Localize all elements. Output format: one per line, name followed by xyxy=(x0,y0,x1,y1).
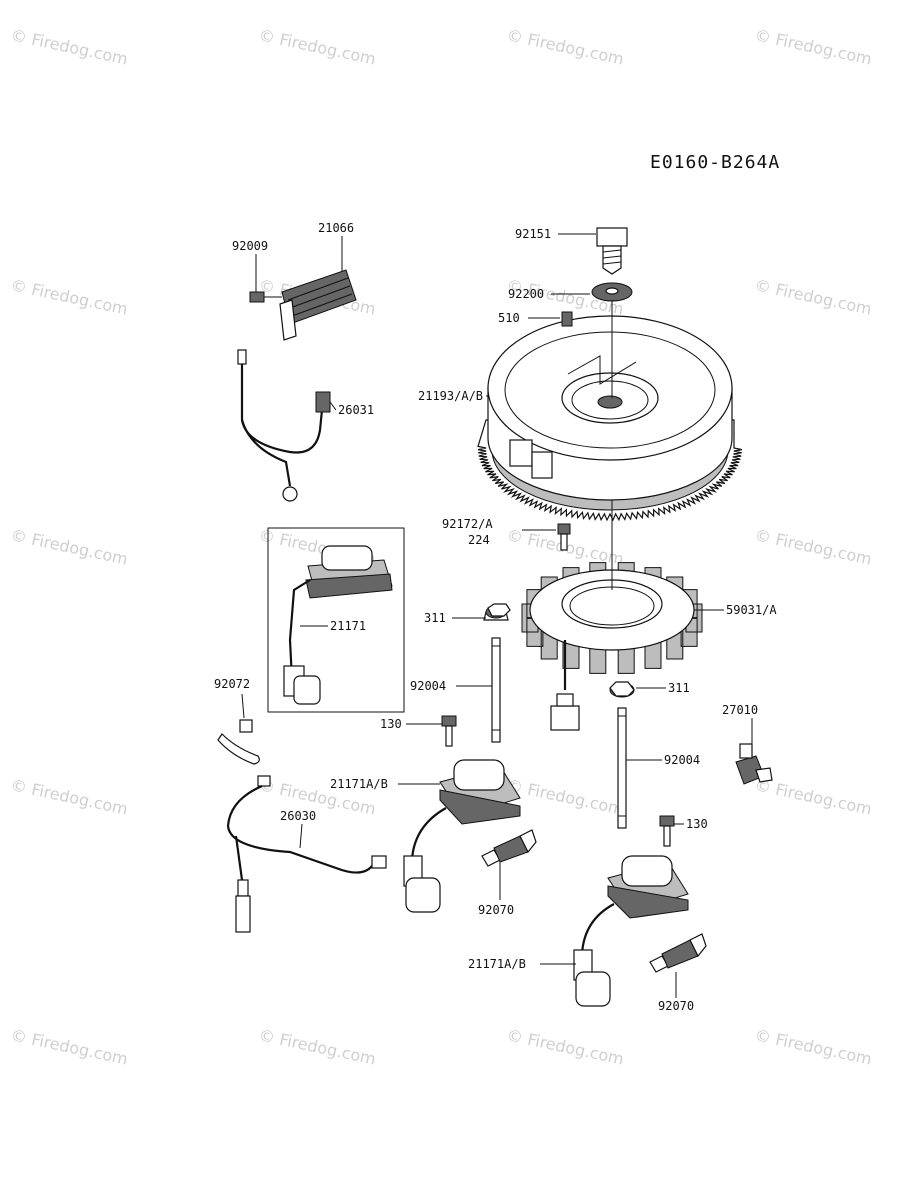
spark-plug-right xyxy=(649,933,707,973)
harness-26030 xyxy=(226,775,387,933)
part-callout-311b: 311 xyxy=(668,681,690,695)
part-callout-92072: 92072 xyxy=(214,677,250,691)
ignition-coil-left xyxy=(403,759,521,913)
regulator xyxy=(249,269,357,341)
watermark-text: © Firedog.com xyxy=(9,1025,129,1068)
part-callout-21066: 21066 xyxy=(318,221,354,235)
spark-plug-left xyxy=(481,829,537,867)
part-callout-92070b: 92070 xyxy=(658,999,694,1013)
leader-lines xyxy=(241,233,753,998)
flywheel-magnet-2 xyxy=(531,451,553,479)
watermark-text: © Firedog.com xyxy=(505,25,625,68)
watermark-text: © Firedog.com xyxy=(505,775,625,818)
watermark-text: © Firedog.com xyxy=(257,25,377,68)
leader-line xyxy=(329,401,337,411)
coil-inset xyxy=(267,527,405,713)
stator xyxy=(521,562,703,731)
part-callout-92151: 92151 xyxy=(515,227,551,241)
ignition-coil-right xyxy=(573,855,689,1007)
harness-26031 xyxy=(237,349,331,502)
bolt-130-right xyxy=(659,815,675,847)
part-callout-27010: 27010 xyxy=(722,703,758,717)
watermark-text: © Firedog.com xyxy=(753,275,873,318)
part-callout-92070a: 92070 xyxy=(478,903,514,917)
part-callout-21193: 21193/A/B xyxy=(418,389,483,403)
watermark-text: © Firedog.com xyxy=(753,525,873,568)
part-callout-311a: 311 xyxy=(424,611,446,625)
part-callout-510: 510 xyxy=(498,311,520,325)
leader-line xyxy=(299,823,303,849)
flywheel xyxy=(477,315,743,522)
bolt-130-left xyxy=(441,715,457,747)
oil-switch xyxy=(735,743,773,785)
part-callout-130b: 130 xyxy=(686,817,708,831)
part-callout-26031: 26031 xyxy=(338,403,374,417)
clamp xyxy=(217,719,260,765)
part-callout-92004a: 92004 xyxy=(410,679,446,693)
watermark-layer: © Firedog.com © Firedog.com © Firedog.com ©… xyxy=(9,25,873,1068)
watermark-text: © Firedog.com xyxy=(9,275,129,318)
flywheel-magnet-1 xyxy=(509,439,533,467)
watermark-text: © Firedog.com xyxy=(753,25,873,68)
part-callout-92004b: 92004 xyxy=(664,753,700,767)
part-callout-224: 224 xyxy=(468,533,490,547)
watermark-text: © Firedog.com xyxy=(257,1025,377,1068)
watermark-text: © Firedog.com xyxy=(9,25,129,68)
watermark-text: © Firedog.com xyxy=(9,525,129,568)
flywheel-bolt xyxy=(596,227,628,275)
part-callout-21171ab1: 21171A/B xyxy=(330,777,388,791)
nut-311-upper xyxy=(487,603,511,617)
stud-92004-left xyxy=(483,605,509,743)
nut-311-lower xyxy=(609,681,635,697)
part-callout-130a: 130 xyxy=(380,717,402,731)
part-callout-92009: 92009 xyxy=(232,239,268,253)
part-callout-59031: 59031/A xyxy=(726,603,777,617)
watermark-text: © Firedog.com xyxy=(753,1025,873,1068)
part-callout-21171ab2: 21171A/B xyxy=(468,957,526,971)
part-callout-21171: 21171 xyxy=(330,619,366,633)
diagram-code: E0160-B264A xyxy=(650,152,781,173)
callout-labels: 21066 92009 26031 92151 92200 510 21193/A/B 921… xyxy=(214,221,777,1013)
part-callout-26030: 26030 xyxy=(280,809,316,823)
part-callout-92172: 92172/A xyxy=(442,517,493,531)
watermark-text: © Firedog.com xyxy=(9,775,129,818)
watermark-text: © Firedog.com xyxy=(753,775,873,818)
watermark-text: © Firedog.com xyxy=(505,1025,625,1068)
part-callout-92200: 92200 xyxy=(508,287,544,301)
leader-line xyxy=(241,693,245,719)
flywheel-washer xyxy=(591,282,633,302)
bolt-92172 xyxy=(557,523,571,551)
flywheel-key xyxy=(561,311,573,327)
